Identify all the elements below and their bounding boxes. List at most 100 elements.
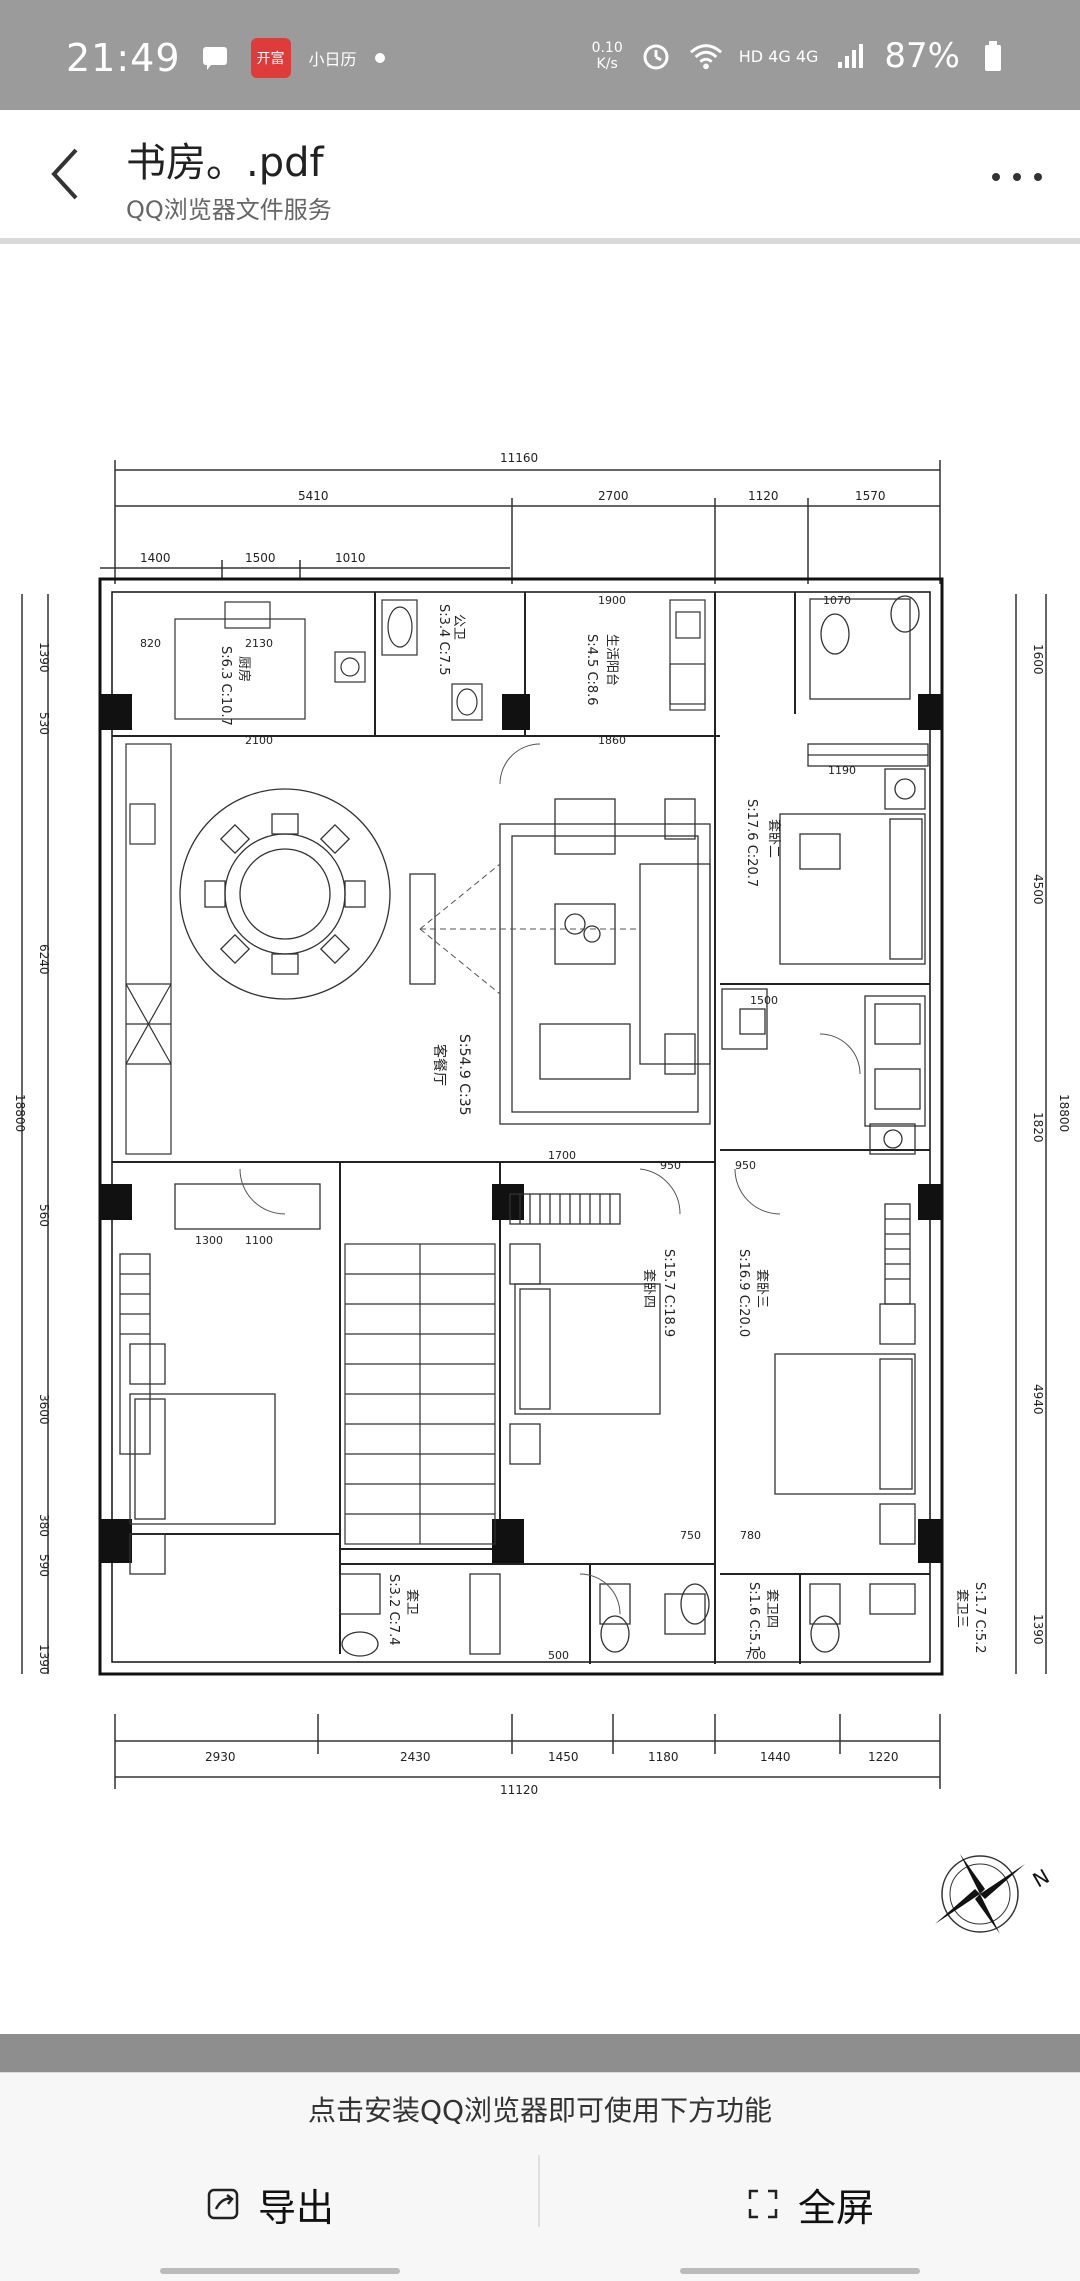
alarm-icon [639,41,673,71]
dim-misc: 780 [740,1529,761,1542]
north-compass-icon: N [935,1854,1053,1934]
room-living-label: 客餐厅 [431,1044,448,1086]
dim-misc: 2130 [245,637,273,650]
more-dots-icon [992,173,1042,181]
room-bath4-meta: S:1.6 C:5.1 [746,1582,761,1654]
export-button[interactable]: 导出 [0,2159,540,2249]
dim-misc: 1900 [598,594,626,607]
room-bed4-label: 套卧四 [641,1269,657,1308]
system-nav-bar [0,2262,1080,2280]
dim-right-2: 4500 [1031,874,1045,905]
room-bed3-meta: S:16.9 C:20.0 [736,1249,751,1337]
dim-right-4: 4940 [1031,1384,1045,1415]
dim-left-3: 6240 [37,944,51,975]
nav-pill-right[interactable] [680,2268,920,2274]
bottom-toolbar: 点击安装QQ浏览器即可使用下方功能 导出 全屏 [0,2072,1080,2281]
dim-top-2: 2700 [598,489,629,503]
dim-misc: 1070 [823,594,851,607]
room-publicwc-meta: S:3.4 C:7.5 [436,604,451,676]
battery-icon [976,41,1010,71]
dim-right-5: 1390 [1031,1614,1045,1645]
viewer-scroll-area-edge [0,2034,1080,2072]
dim-misc: 1500 [750,994,778,1007]
dim-sub-3: 1010 [335,551,366,565]
network-tags: HD 4G 4G [738,46,819,66]
dim-left-5: 3600 [37,1394,51,1425]
dim-bottom-5: 1440 [760,1750,791,1764]
back-button[interactable] [36,144,96,204]
dim-misc: 950 [735,1159,756,1172]
dim-bottom-2: 2430 [400,1750,431,1764]
room-bed3-label: 套卧三 [754,1269,770,1308]
dim-top-3: 1120 [748,489,779,503]
dot-icon [374,53,385,63]
dim-bottom-total: 11120 [500,1783,538,1797]
fullscreen-label: 全屏 [797,2185,874,2230]
app-badge: 开富 [250,38,291,78]
dim-sub-1: 1400 [140,551,171,565]
dim-left-6: 380 [37,1514,51,1537]
dim-misc: 1100 [245,1234,273,1247]
room-bed4-meta: S:15.7 C:18.9 [661,1249,676,1337]
room-balcony-label: 生活阳台 [604,634,619,686]
room-balcony-meta: S:4.5 C:8.6 [584,634,599,706]
dim-misc: 1700 [548,1149,576,1162]
battery-percent: 87% [884,36,960,76]
room-wc-meta: S:3.2 C:7.4 [386,1574,401,1646]
export-icon [207,2188,239,2220]
dim-bottom-4: 1180 [648,1750,679,1764]
network-speed: 0.10 K/s [591,40,623,72]
room-bath3-meta: S:1.7 C:5.2 [972,1582,987,1654]
app-header: 书房。.pdf QQ浏览器文件服务 [0,110,1080,244]
dim-left-2: 530 [37,712,51,735]
room-bed2-label: 套卧二 [766,819,782,858]
page-subtitle: QQ浏览器文件服务 [126,196,332,224]
wifi-icon [689,41,723,71]
calendar-text: 小日历 [308,50,357,69]
chat-icon [199,43,233,73]
dim-left-1: 1390 [37,642,51,673]
dim-misc: 820 [140,637,161,650]
fullscreen-icon [748,2189,778,2219]
pdf-viewport[interactable]: 11160 5410 2700 1120 1570 1400 1500 1010… [0,244,1080,2034]
room-publicwc-label: 公卫 [451,614,466,640]
status-bar: 21:49 开富 小日历 0.10 K/s HD 4G 4G 87% [0,0,1080,110]
dim-bottom-6: 1220 [868,1750,899,1764]
more-button[interactable] [982,152,1052,202]
page-title: 书房。.pdf [126,140,324,186]
dim-top-4: 1570 [855,489,886,503]
room-kitchen-meta: S:6.3 C:10.7 [218,646,233,726]
north-label: N [1029,1864,1054,1892]
floor-plan: 11160 5410 2700 1120 1570 1400 1500 1010… [13,451,1071,1934]
room-bath4-label: 套卫四 [764,1589,780,1628]
room-bath3-label: 套卫三 [954,1589,970,1628]
dim-bottom-1: 2930 [205,1750,236,1764]
room-living-meta: S:54.9 C:35 [456,1034,472,1116]
dim-misc: 1190 [828,764,856,777]
button-divider [538,2155,540,2227]
dim-overall-right: 18800 [1057,1094,1071,1132]
fullscreen-button[interactable]: 全屏 [540,2159,1080,2249]
chevron-left-icon [51,148,78,200]
dim-misc: 2100 [245,734,273,747]
dim-misc: 1860 [598,734,626,747]
dim-top-total: 11160 [500,451,538,465]
export-label: 导出 [257,2185,334,2230]
dim-left-7: 590 [37,1554,51,1577]
dim-bottom-3: 1450 [548,1750,579,1764]
signal-icon [834,41,868,71]
dim-overall-left: 18800 [13,1094,27,1132]
room-kitchen-label: 厨房 [236,656,252,682]
dim-misc: 1300 [195,1234,223,1247]
dim-sub-2: 1500 [245,551,276,565]
dim-misc: 500 [548,1649,569,1662]
room-wc-label: 套卫 [404,1589,420,1615]
dim-top-1: 5410 [298,489,329,503]
nav-pill-left[interactable] [160,2268,400,2274]
dim-right-1: 1600 [1031,644,1045,675]
room-bed2-meta: S:17.6 C:20.7 [744,799,759,887]
dim-left-8: 1390 [37,1644,51,1675]
dim-left-4: 560 [37,1204,51,1227]
install-hint: 点击安装QQ浏览器即可使用下方功能 [307,2094,773,2127]
dim-misc: 950 [660,1159,681,1172]
